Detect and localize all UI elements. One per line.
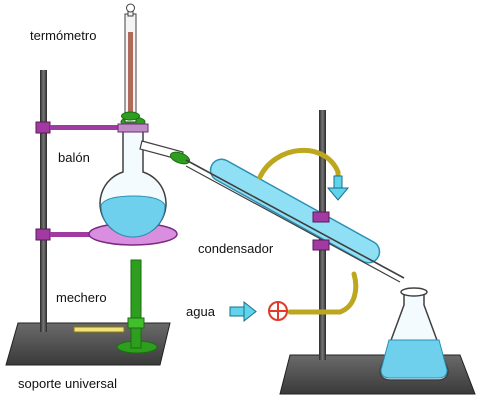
- round-flask: [99, 116, 167, 238]
- water-inflow-arrow: [229, 300, 257, 323]
- left-clamps: [35, 121, 122, 241]
- upper-clamp-arm: [50, 125, 122, 130]
- flask-neck-clamp: [117, 123, 149, 133]
- left-support-stand: [5, 70, 171, 366]
- flask-liquid: [100, 195, 166, 238]
- thermometer-column: [128, 32, 133, 120]
- water-valve: [268, 301, 288, 321]
- condenser-clamp-upper: [312, 211, 330, 223]
- left-stand-rod: [40, 70, 47, 332]
- label-condenser: condensador: [198, 241, 274, 256]
- burner: [73, 259, 158, 354]
- label-burner: mechero: [56, 290, 107, 305]
- condenser-clamp-lower: [312, 239, 330, 251]
- lower-clamp-arm: [50, 232, 96, 237]
- condenser: [185, 158, 405, 283]
- erlenmeyer-rim: [400, 287, 428, 297]
- thermometer-stopper: [121, 111, 140, 121]
- burner-collar: [127, 317, 145, 329]
- label-thermometer: termómetro: [30, 28, 96, 43]
- upper-clamp-block: [35, 121, 51, 134]
- lower-clamp-block: [35, 228, 51, 241]
- thermometer-top-loop: [126, 3, 135, 13]
- erlenmeyer-liquid: [380, 339, 448, 379]
- condenser-inner-tube-2: [185, 165, 401, 283]
- label-water: agua: [186, 304, 216, 319]
- left-stand-base: [5, 322, 171, 366]
- water-inlet-hose: [287, 271, 359, 315]
- burner-gas-hose: [73, 326, 125, 333]
- label-stand: soporte universal: [18, 376, 117, 391]
- burner-tube: [130, 259, 142, 349]
- condenser-inner-tube: [185, 159, 405, 279]
- water-outflow-arrow: [326, 175, 350, 201]
- erlenmeyer-flask: [379, 287, 449, 381]
- thermometer: [121, 3, 140, 123]
- water-outlet-hose: [257, 147, 341, 185]
- condenser-jacket: [209, 158, 381, 264]
- label-flask: balón: [58, 150, 90, 165]
